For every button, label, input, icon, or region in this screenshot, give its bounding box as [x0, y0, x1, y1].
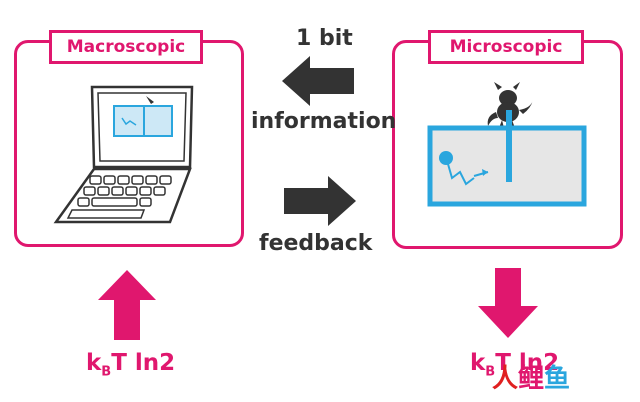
laptop-icon [53, 85, 194, 224]
microscopic-title: Microscopic [428, 30, 584, 64]
micro-energy-label: kBT ln2 [470, 350, 560, 380]
arrow-right-icon [284, 176, 356, 226]
arrow-left-icon [282, 56, 354, 106]
macro-energy-label: kBT ln2 [86, 350, 176, 380]
one-bit-label: 1 bit [296, 26, 353, 51]
maxwell-demon-box-icon [427, 82, 587, 207]
arrow-up-icon [98, 270, 156, 340]
macroscopic-title: Macroscopic [49, 30, 203, 64]
feedback-label: feedback [259, 231, 373, 256]
information-label: information [251, 109, 397, 134]
arrow-down-icon [478, 268, 538, 338]
watermark-logo: 人鲤鱼 [492, 364, 571, 394]
